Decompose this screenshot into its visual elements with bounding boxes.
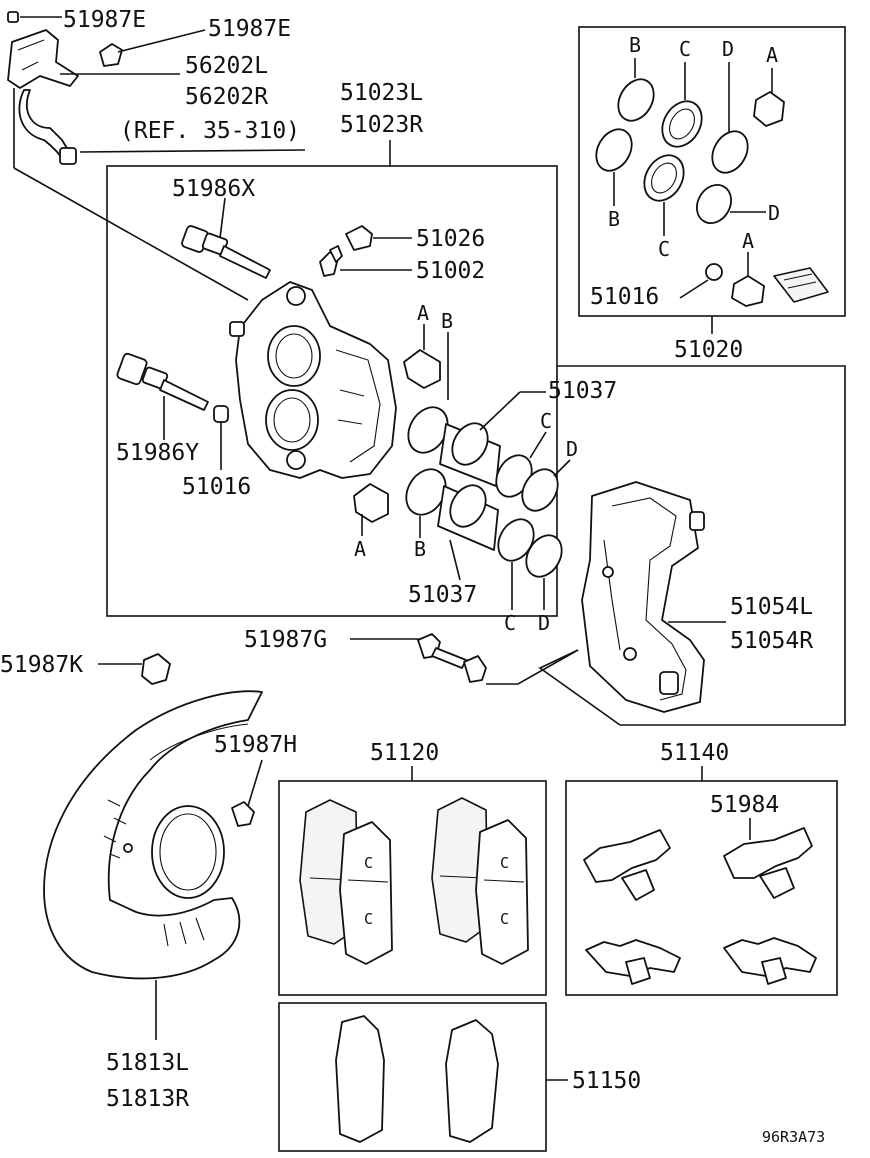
label-51987G: 51987G	[244, 627, 327, 653]
label-51054R: 51054R	[730, 628, 813, 654]
caliper-bracket	[581, 481, 705, 713]
bolt-51987K	[141, 653, 171, 685]
label-51140: 51140	[660, 740, 729, 766]
bracket-area-frame	[557, 365, 846, 726]
label-51986Y: 51986Y	[116, 440, 199, 466]
bolt-51987H	[231, 801, 255, 827]
label-51150: 51150	[572, 1068, 641, 1094]
label-51023R: 51023R	[340, 112, 423, 138]
label-51987K: 51987K	[0, 652, 83, 678]
label-51002: 51002	[416, 258, 485, 284]
pin-boot-a-lower	[353, 483, 389, 523]
svg-text:C: C	[500, 910, 509, 928]
caliper-body	[229, 281, 397, 479]
letter-d-lower: D	[538, 611, 550, 635]
label-51026: 51026	[416, 226, 485, 252]
letter-a-lower: A	[354, 537, 366, 561]
label-51020: 51020	[674, 337, 743, 363]
label-51987E-b: 51987E	[208, 16, 291, 42]
kit-seal-c2	[643, 154, 685, 202]
kit-letter-d2: D	[768, 201, 780, 225]
letter-c-upper: C	[540, 409, 552, 433]
kit-seal-b1	[617, 78, 655, 122]
label-51986X: 51986X	[172, 176, 255, 202]
label-51037-bot: 51037	[408, 582, 477, 608]
svg-text:C: C	[364, 854, 373, 872]
kit-boot-51016	[705, 263, 723, 281]
label-56202L: 56202L	[185, 53, 268, 79]
label-51987H: 51987H	[214, 732, 297, 758]
hose-bracket	[7, 11, 123, 165]
letter-c-lower: C	[504, 611, 516, 635]
letter-b-lower: B	[414, 537, 426, 561]
shim-kit-box	[278, 1002, 547, 1152]
bleeder-cap	[345, 225, 373, 251]
kit-seal-b2	[595, 128, 633, 172]
letter-d-upper: D	[566, 437, 578, 461]
svg-text:C: C	[364, 910, 373, 928]
kit-letter-c: C	[679, 37, 691, 61]
kit-letter-b: B	[629, 33, 641, 57]
kit-letter-b2: B	[608, 207, 620, 231]
label-51984: 51984	[710, 792, 779, 818]
pad-shim-right	[445, 1019, 499, 1143]
label-51037-top: 51037	[548, 378, 617, 404]
pad-clip-1	[583, 829, 671, 901]
label-51016-left: 51016	[182, 474, 251, 500]
boot-51016-left	[213, 405, 229, 423]
pad-clip-2	[723, 827, 813, 899]
seal-d-upper	[521, 468, 559, 512]
pad-clip-3	[585, 939, 681, 985]
kit-letter-d: D	[722, 37, 734, 61]
kit-seal-d2	[696, 184, 732, 224]
pad-clip-4	[723, 937, 817, 985]
brake-pad-right-outer	[431, 797, 489, 943]
letter-a-upper: A	[417, 301, 429, 325]
seal-d-lower	[525, 534, 563, 578]
kit-seal-d1	[711, 130, 749, 174]
label-56202R: 56202R	[185, 84, 268, 110]
dust-shield	[43, 690, 263, 980]
diagram-code: 96R3A73	[762, 1128, 825, 1146]
label-ref: (REF. 35-310)	[120, 118, 300, 144]
kit-boot-a1	[753, 91, 785, 127]
label-51023L: 51023L	[340, 80, 423, 106]
pin-boot-a-upper	[403, 349, 441, 389]
brake-pad-right-inner: C C	[475, 819, 529, 965]
kit-seal-c1	[661, 100, 703, 148]
pad-shim-left	[335, 1015, 385, 1143]
label-51987E-a: 51987E	[63, 7, 146, 33]
kit-letter-c2: C	[658, 237, 670, 261]
kit-boot-a2	[731, 275, 765, 307]
bleeder-screw	[319, 245, 343, 277]
label-51120: 51120	[370, 740, 439, 766]
label-51813R: 51813R	[106, 1086, 189, 1112]
label-51054L: 51054L	[730, 594, 813, 620]
svg-text:C: C	[500, 854, 509, 872]
guide-bolt-y	[116, 352, 209, 411]
label-51016-kit: 51016	[590, 284, 659, 310]
kit-letter-a: A	[766, 43, 778, 67]
kit-letter-a2: A	[742, 229, 754, 253]
caliper-assembly-box	[106, 165, 558, 617]
guide-pin-51987G	[417, 633, 487, 683]
brake-pad-left-inner: C C	[339, 821, 393, 965]
guide-bolt-x	[181, 225, 271, 279]
label-51813L: 51813L	[106, 1050, 189, 1076]
letter-b-upper: B	[441, 309, 453, 333]
